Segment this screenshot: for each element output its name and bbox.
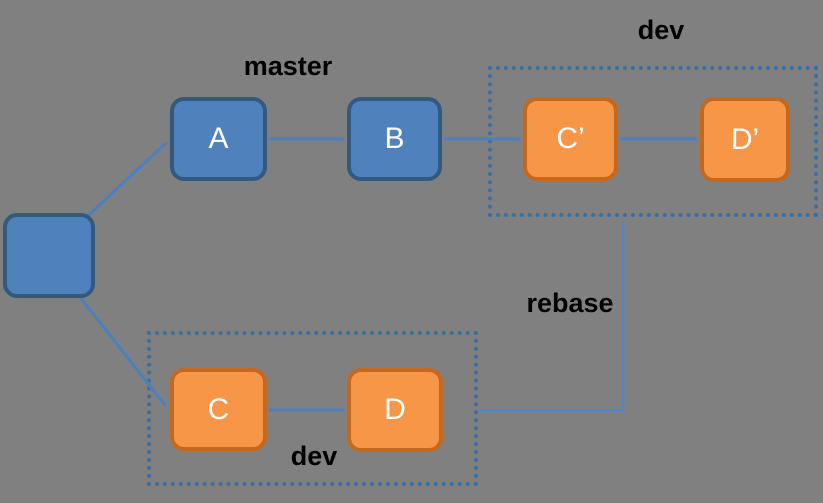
branch-box-dev-rebased [488,66,818,217]
commit-node-c-prime: C’ [523,97,618,181]
branch-box-dev-original [147,331,478,486]
branch-label-dev-rebased: dev [637,15,685,45]
branch-label-master: master [243,51,333,81]
branch-label-dev-original: dev [290,441,338,471]
commit-node-b: B [347,97,442,181]
rebase-action-label: rebase [526,288,614,318]
commit-node-d-prime: D’ [700,97,790,182]
commit-node-c: C [170,368,267,451]
commit-node-a: A [170,97,267,181]
commit-node-root [3,213,95,298]
commit-node-d: D [347,368,443,452]
